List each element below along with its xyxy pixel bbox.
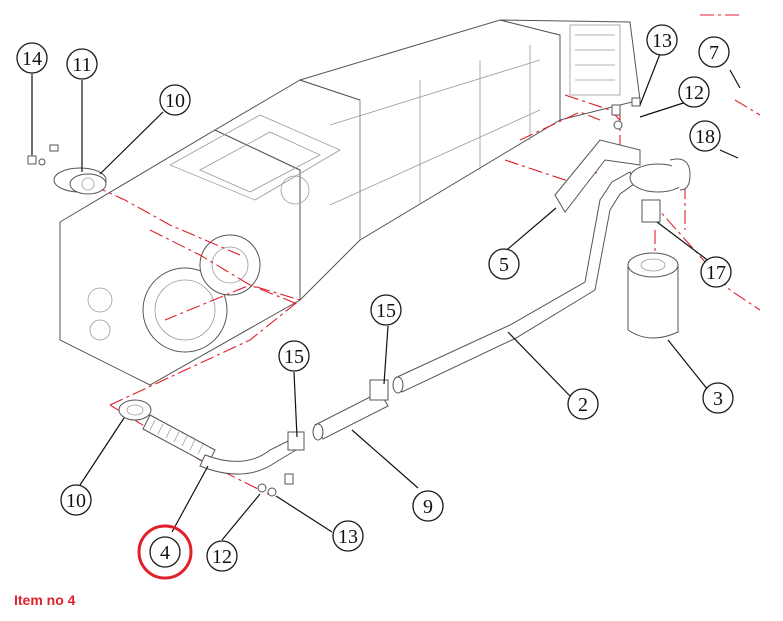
- callout-9: 9: [412, 490, 444, 522]
- callout-circle: [60, 484, 92, 516]
- callout-label: 10: [66, 490, 86, 512]
- callout-label: 5: [499, 254, 509, 276]
- callout-5: 5: [488, 248, 520, 280]
- callout-label: 12: [684, 82, 704, 104]
- callout-17: 17: [700, 256, 732, 288]
- leader-lines: [31, 53, 741, 541]
- callout-label: 2: [578, 394, 588, 416]
- callout-label: 18: [695, 126, 715, 148]
- callout-label: 13: [652, 30, 672, 52]
- callout-label: 13: [338, 526, 358, 548]
- callout-circle: [567, 388, 599, 420]
- callout-11: 11: [66, 48, 98, 80]
- callout-3: 3: [702, 382, 734, 414]
- callout-label: 15: [376, 300, 396, 322]
- callout-label: 10: [165, 90, 185, 112]
- callout-circle: [702, 382, 734, 414]
- callout-10: 10: [159, 84, 191, 116]
- callout-12: 12: [678, 76, 710, 108]
- callout-circle: [678, 76, 710, 108]
- callout-label: 17: [706, 262, 726, 284]
- callout-circle: [698, 36, 730, 68]
- callout-label: 4: [160, 542, 170, 564]
- callout-label: 7: [709, 42, 719, 64]
- callout-circle: [332, 520, 364, 552]
- callout-label: 11: [72, 54, 91, 76]
- callout-circle: [149, 536, 181, 568]
- callout-circle: [646, 24, 678, 56]
- callout-4: 4: [149, 536, 181, 568]
- callout-12: 12: [206, 540, 238, 572]
- callout-label: 3: [713, 388, 723, 410]
- pipe-assembly: [118, 139, 691, 475]
- callout-13: 13: [646, 24, 678, 56]
- callout-14: 14: [16, 42, 48, 74]
- callout-circle: [206, 540, 238, 572]
- callout-circle: [689, 120, 721, 152]
- callout-15: 15: [370, 294, 402, 326]
- callout-18: 18: [689, 120, 721, 152]
- item-caption: Item no 4: [14, 592, 76, 608]
- callout-circle: [159, 84, 191, 116]
- callout-circle: [16, 42, 48, 74]
- callout-10: 10: [60, 484, 92, 516]
- callout-circle: [370, 294, 402, 326]
- callout-circle: [66, 48, 98, 80]
- callout-label: 14: [22, 48, 42, 70]
- fasteners: [27, 97, 641, 497]
- transmission-housing: [59, 19, 641, 386]
- callout-2: 2: [567, 388, 599, 420]
- callout-circle: [700, 256, 732, 288]
- callout-label: 15: [284, 346, 304, 368]
- callout-15: 15: [278, 340, 310, 372]
- callout-label: 12: [212, 546, 232, 568]
- callout-circle: [412, 490, 444, 522]
- callout-7: 7: [698, 36, 730, 68]
- callout-13: 13: [332, 520, 364, 552]
- callout-label: 9: [423, 496, 433, 518]
- callout-circle: [278, 340, 310, 372]
- highlight-ring: [137, 524, 193, 580]
- callout-circle: [488, 248, 520, 280]
